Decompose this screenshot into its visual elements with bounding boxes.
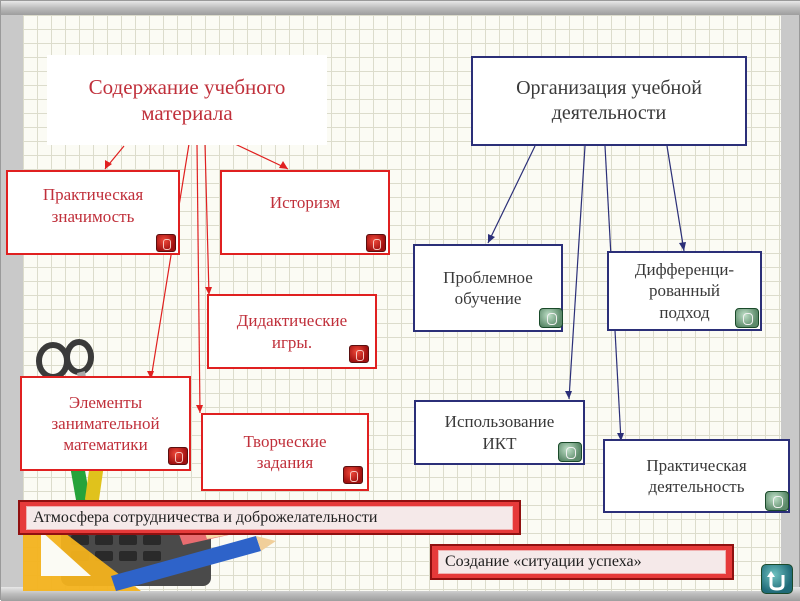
creative-tasks-nav-button[interactable]: [343, 466, 363, 484]
problem-learning-nav-button[interactable]: [539, 308, 563, 328]
didactic-games-box[interactable]: Дидактические игры.: [207, 294, 377, 369]
content-arrowheads: [105, 160, 288, 413]
creative-tasks-label: Творческие задания: [243, 431, 327, 472]
content-title-text: Содержание учебного материала: [88, 74, 286, 125]
cooperation-banner: Атмосфера сотрудничества и доброжелатель…: [18, 500, 521, 535]
top-rail: [1, 1, 800, 15]
organization-title: Организация учебной деятельности: [471, 56, 747, 146]
success-banner-text: Создание «ситуации успеха»: [438, 550, 726, 574]
entertaining-math-box[interactable]: Элементы занимательной математики: [20, 376, 191, 471]
content-connectors: [104, 143, 289, 414]
entertaining-math-label: Элементы занимательной математики: [51, 392, 160, 455]
historism-nav-button[interactable]: [366, 234, 386, 252]
success-banner: Создание «ситуации успеха»: [430, 544, 734, 580]
ict-usage-nav-button[interactable]: [558, 442, 582, 462]
cooperation-banner-text: Атмосфера сотрудничества и доброжелатель…: [26, 505, 513, 530]
organization-title-text: Организация учебной деятельности: [516, 77, 702, 124]
ict-usage-label: Использование ИКТ: [444, 412, 555, 453]
didactic-games-nav-button[interactable]: [349, 345, 369, 363]
practical-activity-label: Практическая деятельность: [646, 455, 747, 496]
entertaining-math-nav-button[interactable]: [168, 447, 188, 465]
differentiated-approach-label: Дифференци- рованный подход: [634, 260, 735, 322]
practical-activity-nav-button[interactable]: [765, 491, 789, 511]
historism-label: Историзм: [269, 192, 341, 212]
problem-learning-box[interactable]: Проблемное обучение: [413, 244, 563, 332]
differentiated-approach-box[interactable]: Дифференци- рованный подход: [607, 251, 762, 331]
practical-significance-nav-button[interactable]: [156, 234, 176, 252]
return-button[interactable]: [761, 564, 793, 594]
creative-tasks-box[interactable]: Творческие задания: [201, 413, 369, 491]
practical-significance-box[interactable]: Практическая значимость: [6, 170, 180, 255]
practical-significance-label: Практическая значимость: [42, 185, 144, 226]
ict-usage-box[interactable]: Использование ИКТ: [414, 400, 585, 465]
differentiated-approach-nav-button[interactable]: [735, 308, 759, 328]
didactic-games-label: Дидактические игры.: [236, 311, 348, 352]
problem-learning-label: Проблемное обучение: [443, 267, 533, 308]
pencil-icon: [111, 536, 276, 591]
practical-activity-box[interactable]: Практическая деятельность: [603, 439, 790, 513]
historism-box[interactable]: Историзм: [220, 170, 390, 255]
return-arrow-icon: [767, 571, 785, 591]
content-title: Содержание учебного материала: [47, 55, 327, 145]
organization-arrowheads: [488, 234, 686, 441]
